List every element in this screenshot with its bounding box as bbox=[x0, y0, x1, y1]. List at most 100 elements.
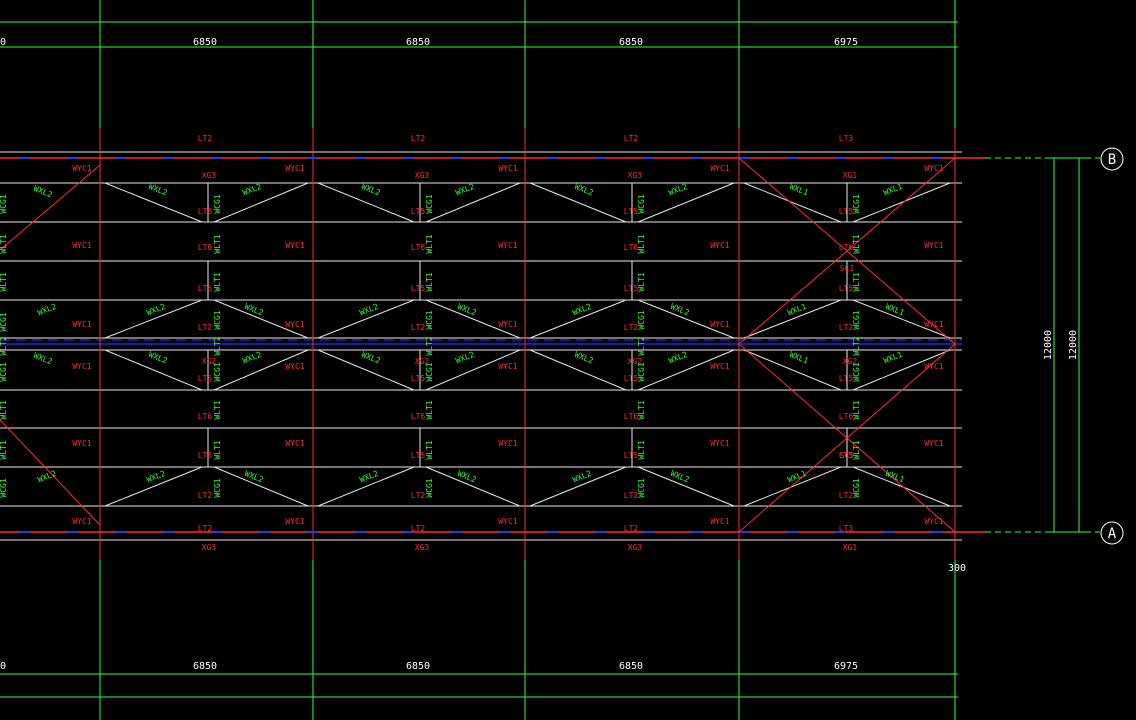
label-wyc1-0-1: WYC1 bbox=[72, 241, 91, 250]
member-labels: LT2LT2XG3XG3LT5LT6LT5LT2XG2LT5LT6LT5LT2W… bbox=[0, 134, 944, 552]
label-wyc1-0-4: WYC1 bbox=[72, 439, 91, 448]
label-wlt1-a-1: WLT1 bbox=[425, 234, 434, 253]
label-wyc1-0-5: WYC1 bbox=[72, 517, 91, 526]
axis-bubble-a: A bbox=[1100, 521, 1124, 545]
label-wcg1-d-1: WCG1 bbox=[425, 478, 434, 497]
label-wyc1-2-0: WYC1 bbox=[498, 164, 517, 173]
label-lt6-b-2: LT6 bbox=[624, 412, 639, 421]
x-brace-72 bbox=[738, 157, 956, 345]
label-lt2-c-3: LT2 bbox=[839, 323, 854, 332]
label-xg-top-0: XG3 bbox=[202, 171, 217, 180]
sag-rod-54 bbox=[637, 182, 735, 223]
sag-rod-47 bbox=[317, 299, 415, 339]
sag-rod-60 bbox=[637, 466, 735, 507]
label-wyc1-2-1: WYC1 bbox=[498, 241, 517, 250]
bottom-dim-3: 6850 bbox=[619, 661, 643, 672]
label-xg2-0: XG2 bbox=[202, 357, 217, 366]
label-wlt1-c-2: WLT1 bbox=[637, 400, 646, 419]
sag-rod-64 bbox=[852, 299, 951, 339]
label-lt2-d-0: LT2 bbox=[198, 491, 213, 500]
label-lt2-c-0: LT2 bbox=[198, 323, 213, 332]
axis-bubble-b: B bbox=[1100, 147, 1124, 171]
label-top-lt-2: LT2 bbox=[624, 134, 639, 143]
label-wcg1-a-0: WCG1 bbox=[213, 194, 222, 213]
label-bottom-lt-1: LT2 bbox=[411, 524, 426, 533]
label-wcg1-c-0: WCG1 bbox=[213, 362, 222, 381]
sag-rod-56 bbox=[637, 299, 735, 339]
label-wyc1-3-1: WYC1 bbox=[710, 241, 729, 250]
label-wcg1-c-3: WCG1 bbox=[852, 362, 861, 381]
label-wyc1-3-4: WYC1 bbox=[710, 439, 729, 448]
edge-dim: 300 bbox=[948, 563, 966, 574]
label-wlt1-b-1: WLT1 bbox=[425, 272, 434, 291]
label-lt5-a-2: LT5 bbox=[624, 207, 639, 216]
bottom-dim-2: 6850 bbox=[406, 661, 430, 672]
sag-rod-62 bbox=[852, 182, 951, 223]
label-lt5-b-1: LT5 bbox=[411, 284, 426, 293]
sag-rod-37 bbox=[104, 182, 203, 223]
label-wcg1-a-2: WCG1 bbox=[637, 194, 646, 213]
label-wyc1-4-3: WYC1 bbox=[924, 362, 943, 371]
label-wyc1-1-4: WYC1 bbox=[285, 439, 304, 448]
label-wlt1-d-0: WLT1 bbox=[213, 440, 222, 459]
label-top-lt-3: LT3 bbox=[839, 134, 854, 143]
top-dim-0: 0 bbox=[0, 37, 6, 48]
label-wyc1-4-0: WYC1 bbox=[924, 164, 943, 173]
label-xg-bottom-2: XG3 bbox=[628, 543, 643, 552]
label-wlt2-3: WLT2 bbox=[852, 336, 861, 355]
sag-rod-44 bbox=[213, 466, 309, 507]
bottom-dim-4: 6975 bbox=[834, 661, 858, 672]
label-xg-bottom-3: XG1 bbox=[843, 543, 858, 552]
label-wcg1-b-2: WCG1 bbox=[637, 310, 646, 329]
label-xg-bottom-1: XG3 bbox=[415, 543, 430, 552]
label-sc1-top: SC1 bbox=[840, 264, 855, 273]
label-wyc1-0-0: WYC1 bbox=[72, 164, 91, 173]
vertical-dim-2: 12000 bbox=[1068, 330, 1079, 360]
label-left-wlt1-a: WLT1 bbox=[0, 234, 8, 253]
label-wcg1-d-0: WCG1 bbox=[213, 478, 222, 497]
label-left-wlt1-d: WLT1 bbox=[0, 440, 8, 459]
label-left-wlt2: WLT2 bbox=[0, 336, 8, 355]
label-wlt2-1: WLT2 bbox=[425, 336, 434, 355]
label-left-wcg1-d: WCG1 bbox=[0, 478, 8, 497]
label-wyc1-3-0: WYC1 bbox=[710, 164, 729, 173]
sag-rod-53 bbox=[529, 182, 627, 223]
sag-rod-52 bbox=[425, 466, 521, 507]
label-lt2-d-2: LT2 bbox=[624, 491, 639, 500]
label-lt6-a-0: LT6 bbox=[198, 243, 213, 252]
x-brace-69 bbox=[0, 164, 101, 251]
top-dim-4: 6975 bbox=[834, 37, 858, 48]
label-wlt1-a-3: WLT1 bbox=[852, 234, 861, 253]
label-wyc1-1-2: WYC1 bbox=[285, 320, 304, 329]
label-xg-top-1: XG3 bbox=[415, 171, 430, 180]
sag-rod-67 bbox=[743, 466, 842, 507]
label-wlt1-c-3: WLT1 bbox=[852, 400, 861, 419]
sag-rod-45 bbox=[317, 182, 415, 223]
label-wyc1-4-1: WYC1 bbox=[924, 241, 943, 250]
label-lt6-a-1: LT6 bbox=[411, 243, 426, 252]
label-wlt1-d-1: WLT1 bbox=[425, 440, 434, 459]
x-brace-70 bbox=[0, 419, 101, 526]
label-xg2-3: XG2 bbox=[843, 357, 858, 366]
sag-rod-38 bbox=[213, 182, 309, 223]
label-wyc1-4-2: WYC1 bbox=[924, 320, 943, 329]
sag-rod-57 bbox=[529, 349, 627, 391]
label-lt5-b-2: LT5 bbox=[624, 284, 639, 293]
label-wyc1-1-5: WYC1 bbox=[285, 517, 304, 526]
bottom-dim-1: 6850 bbox=[193, 661, 217, 672]
label-wcg1-b-1: WCG1 bbox=[425, 310, 434, 329]
label-xg2-2: XG2 bbox=[628, 357, 643, 366]
label-bottom-lt-0: LT2 bbox=[198, 524, 213, 533]
sag-rod-49 bbox=[317, 349, 415, 391]
label-lt6-b-3: LT6 bbox=[839, 412, 854, 421]
label-top-lt-1: LT2 bbox=[411, 134, 426, 143]
label-lt5-b-0: LT5 bbox=[198, 284, 213, 293]
sag-rod-59 bbox=[529, 466, 627, 507]
label-lt5-d-3: LT5 bbox=[839, 451, 854, 460]
label-lt5-a-0: LT5 bbox=[198, 207, 213, 216]
label-lt5-b-3: LT5 bbox=[839, 284, 854, 293]
x-brace-74 bbox=[738, 343, 956, 533]
sag-rod-43 bbox=[104, 466, 203, 507]
